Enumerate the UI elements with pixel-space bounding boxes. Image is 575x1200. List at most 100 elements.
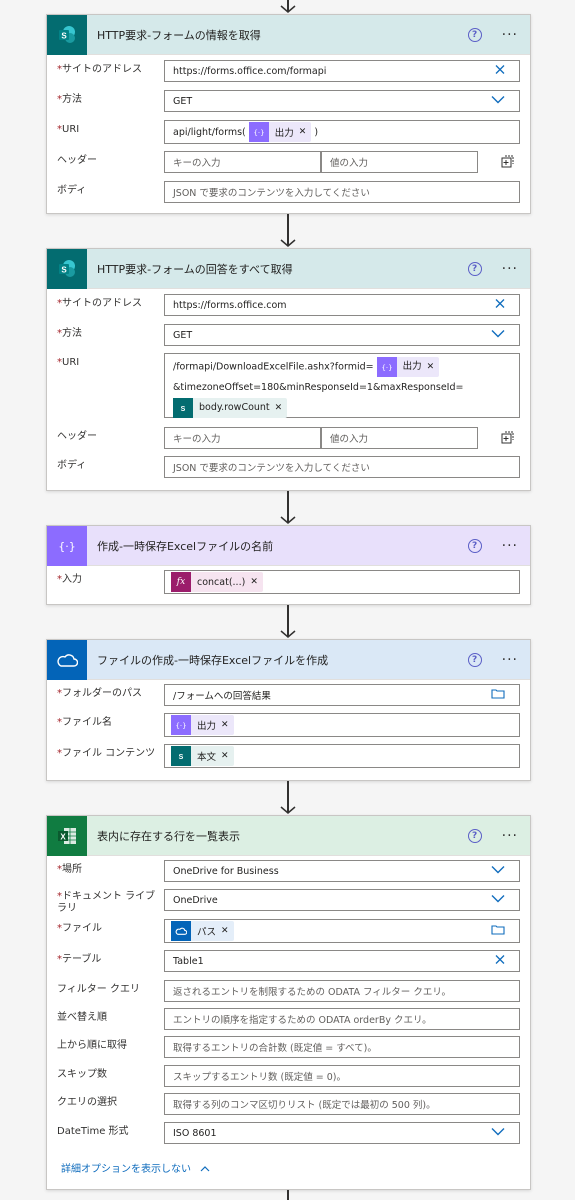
folder-icon[interactable]: [491, 688, 505, 702]
chevron-up-icon: [200, 1166, 210, 1172]
chevron-down-icon[interactable]: [491, 866, 505, 877]
body-label: ボディ: [57, 460, 87, 471]
remove-token-icon[interactable]: ✕: [298, 127, 307, 137]
output-token[interactable]: {·}出力✕: [376, 357, 440, 377]
output-token[interactable]: {·} 出力✕: [248, 122, 312, 142]
svg-text:{·}: {·}: [176, 722, 186, 730]
clear-icon[interactable]: [495, 65, 505, 78]
remove-token-icon[interactable]: ✕: [221, 926, 229, 936]
chevron-down-icon[interactable]: [491, 330, 505, 341]
site-address-label: サイトのアドレス: [62, 298, 142, 309]
select-query-label: クエリの選択: [57, 1097, 117, 1108]
clear-icon[interactable]: [495, 299, 505, 312]
input-label: 入力: [62, 574, 82, 585]
document-library-dropdown[interactable]: OneDrive: [164, 889, 520, 911]
svg-text:S: S: [61, 31, 67, 40]
table-field[interactable]: Table1: [164, 950, 520, 972]
order-by-field[interactable]: エントリの順序を指定するための ODATA orderBy クエリ。: [164, 1008, 520, 1030]
svg-text:S: S: [179, 754, 184, 761]
file-field[interactable]: パス✕: [164, 919, 520, 943]
header-label: ヘッダー: [57, 431, 97, 442]
svg-text:S: S: [61, 265, 67, 274]
folder-icon[interactable]: [491, 924, 505, 938]
site-address-field[interactable]: https://forms.office.com/formapi: [164, 60, 520, 82]
help-icon[interactable]: ?: [467, 828, 482, 843]
card-header[interactable]: X 表内に存在する行を一覧表示 ? ···: [47, 815, 530, 856]
help-icon[interactable]: ?: [467, 652, 482, 667]
svg-text:X: X: [60, 832, 66, 841]
help-icon[interactable]: ?: [467, 538, 482, 553]
flow-arrow: [277, 214, 299, 248]
hide-advanced-options-link[interactable]: 詳細オプションを表示しない: [61, 1160, 210, 1175]
remove-token-icon[interactable]: ✕: [426, 362, 435, 372]
header-label: ヘッダー: [57, 155, 97, 166]
file-name-field[interactable]: {·}出力✕: [164, 713, 520, 737]
compose-icon: {·}: [376, 357, 397, 377]
help-icon[interactable]: ?: [467, 261, 482, 276]
remove-token-icon[interactable]: ✕: [250, 577, 258, 587]
skip-count-field[interactable]: スキップするエントリ数 (既定値 = 0)。: [164, 1065, 520, 1087]
card-header[interactable]: S HTTP要求-フォームの回答をすべて取得 ? ···: [47, 248, 530, 289]
compose-icon: {·}: [47, 525, 87, 566]
body-label: ボディ: [57, 185, 87, 196]
uri-field[interactable]: /formapi/DownloadExcelFile.ashx?formid={…: [164, 353, 520, 418]
help-icon[interactable]: ?: [467, 27, 482, 42]
add-header-icon[interactable]: [500, 154, 514, 173]
path-token[interactable]: パス✕: [171, 921, 234, 941]
body-field[interactable]: JSON で要求のコンテンツを入力してください: [164, 181, 520, 203]
method-dropdown[interactable]: GET: [164, 324, 520, 346]
chevron-down-icon[interactable]: [491, 1128, 505, 1139]
method-label: 方法: [62, 94, 82, 105]
skip-count-label: スキップ数: [57, 1069, 107, 1080]
datetime-format-label: DateTime 形式: [57, 1126, 129, 1137]
folder-path-field[interactable]: /フォームへの回答結果: [164, 684, 520, 706]
more-options-icon[interactable]: ···: [501, 260, 518, 277]
sharepoint-icon: S: [173, 397, 193, 418]
card-header[interactable]: {·} 作成-一時保存Excelファイルの名前 ? ···: [47, 525, 530, 566]
card-header[interactable]: ファイルの作成-一時保存Excelファイルを作成 ? ···: [47, 639, 530, 680]
datetime-format-dropdown[interactable]: ISO 8601: [164, 1122, 520, 1144]
sharepoint-icon: S: [47, 248, 87, 289]
svg-text:{·}: {·}: [58, 540, 76, 553]
card-header[interactable]: S HTTP要求-フォームの情報を取得 ? ···: [47, 14, 530, 55]
header-key-input[interactable]: キーの入力: [164, 151, 321, 173]
remove-token-icon[interactable]: ✕: [274, 402, 283, 413]
chevron-down-icon[interactable]: [491, 895, 505, 906]
output-token[interactable]: {·}出力✕: [171, 715, 234, 735]
card-title: 作成-一時保存Excelファイルの名前: [97, 539, 274, 553]
site-address-field[interactable]: https://forms.office.com: [164, 294, 520, 316]
add-header-icon[interactable]: [500, 430, 514, 449]
location-dropdown[interactable]: OneDrive for Business: [164, 860, 520, 882]
compose-icon: {·}: [248, 122, 269, 142]
top-count-field[interactable]: 取得するエントリの合計数 (既定値 = すべて)。: [164, 1036, 520, 1058]
more-options-icon[interactable]: ···: [501, 537, 518, 554]
filter-query-field[interactable]: 返されるエントリを制限するための ODATA フィルター クエリ。: [164, 980, 520, 1002]
uri-field[interactable]: api/light/forms( {·} 出力✕ ): [164, 120, 520, 144]
method-dropdown[interactable]: GET: [164, 90, 520, 112]
more-options-icon[interactable]: ···: [501, 651, 518, 668]
svg-text:S: S: [181, 406, 186, 413]
chevron-down-icon[interactable]: [491, 96, 505, 107]
remove-token-icon[interactable]: ✕: [221, 720, 229, 730]
create-file-card: ファイルの作成-一時保存Excelファイルを作成 ? ··· *フォルダーのパス…: [46, 639, 531, 781]
onedrive-icon: [47, 639, 87, 680]
body-field[interactable]: JSON で要求のコンテンツを入力してください: [164, 456, 520, 478]
flow-arrow: [277, 781, 299, 815]
more-options-icon[interactable]: ···: [501, 827, 518, 844]
clear-icon[interactable]: [495, 955, 505, 968]
header-value-input[interactable]: 値の入力: [321, 151, 478, 173]
card-title: HTTP要求-フォームの情報を取得: [97, 28, 261, 42]
more-options-icon[interactable]: ···: [501, 26, 518, 43]
header-key-input[interactable]: キーの入力: [164, 427, 321, 449]
svg-text:{·}: {·}: [382, 364, 392, 372]
header-value-input[interactable]: 値の入力: [321, 427, 478, 449]
flow-arrow: [277, 1190, 299, 1200]
order-by-label: 並べ替え順: [57, 1012, 107, 1023]
remove-token-icon[interactable]: ✕: [221, 751, 229, 761]
select-query-field[interactable]: 取得する列のコンマ区切りリスト (既定では最初の 500 列)。: [164, 1093, 520, 1115]
